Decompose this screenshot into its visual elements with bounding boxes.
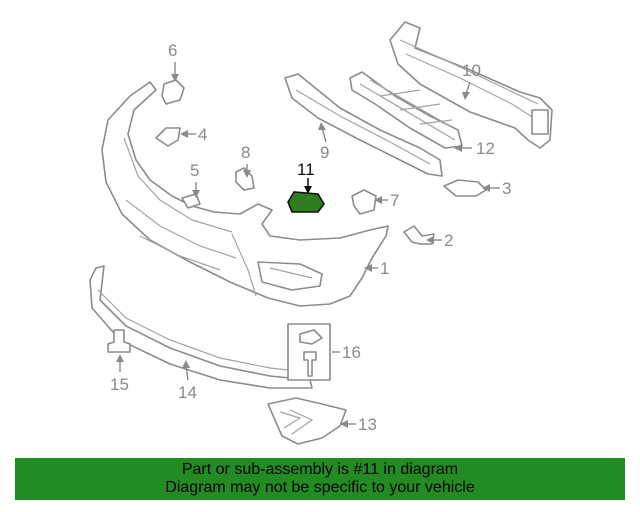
part-13-fog-lamp-bezel[interactable] <box>267 397 347 445</box>
callout-10: 10 <box>462 61 481 80</box>
part-7-bracket[interactable] <box>351 189 377 215</box>
part-8-bracket[interactable] <box>235 167 255 191</box>
callout-7: 7 <box>390 191 399 210</box>
callout-1: 1 <box>380 259 389 278</box>
part-16-kit[interactable] <box>287 323 331 381</box>
callout-16: 16 <box>342 343 361 362</box>
callout-3: 3 <box>502 179 511 198</box>
part-10-reinforcement-beam[interactable] <box>389 21 553 149</box>
callout-2: 2 <box>444 231 453 250</box>
callout-12: 12 <box>476 139 495 158</box>
callout-9: 9 <box>320 143 329 162</box>
callout-6: 6 <box>168 41 177 60</box>
callout-15: 15 <box>110 375 129 394</box>
callout-labels: 6 4 5 8 11 9 10 12 3 7 2 1 16 15 14 13 <box>110 41 511 434</box>
callout-5: 5 <box>190 161 199 180</box>
callout-14: 14 <box>178 383 197 402</box>
part-5-clip[interactable] <box>181 193 201 209</box>
part-9-energy-absorber[interactable] <box>284 73 443 177</box>
banner-line-1: Part or sub-assembly is #11 in diagram <box>181 461 459 478</box>
part-3-bracket[interactable] <box>443 179 487 197</box>
info-banner: Part or sub-assembly is #11 in diagram D… <box>15 458 625 500</box>
part-15-bolt[interactable] <box>107 329 131 353</box>
part-11-highlighted[interactable] <box>287 191 325 213</box>
callout-13: 13 <box>358 415 377 434</box>
parts-diagram: 6 4 5 8 11 9 10 12 3 7 2 1 16 15 14 13 <box>89 21 553 445</box>
callout-11: 11 <box>297 160 315 179</box>
part-1-bumper-cover[interactable] <box>101 81 389 307</box>
callout-4: 4 <box>198 125 207 144</box>
banner-line-2: Diagram may not be specific to your vehi… <box>165 479 475 496</box>
callout-8: 8 <box>241 143 250 162</box>
part-6-bracket[interactable] <box>161 79 185 105</box>
part-4-bracket[interactable] <box>155 127 181 147</box>
leader-lines <box>116 62 500 428</box>
part-14-lower-spoiler[interactable] <box>89 265 313 389</box>
